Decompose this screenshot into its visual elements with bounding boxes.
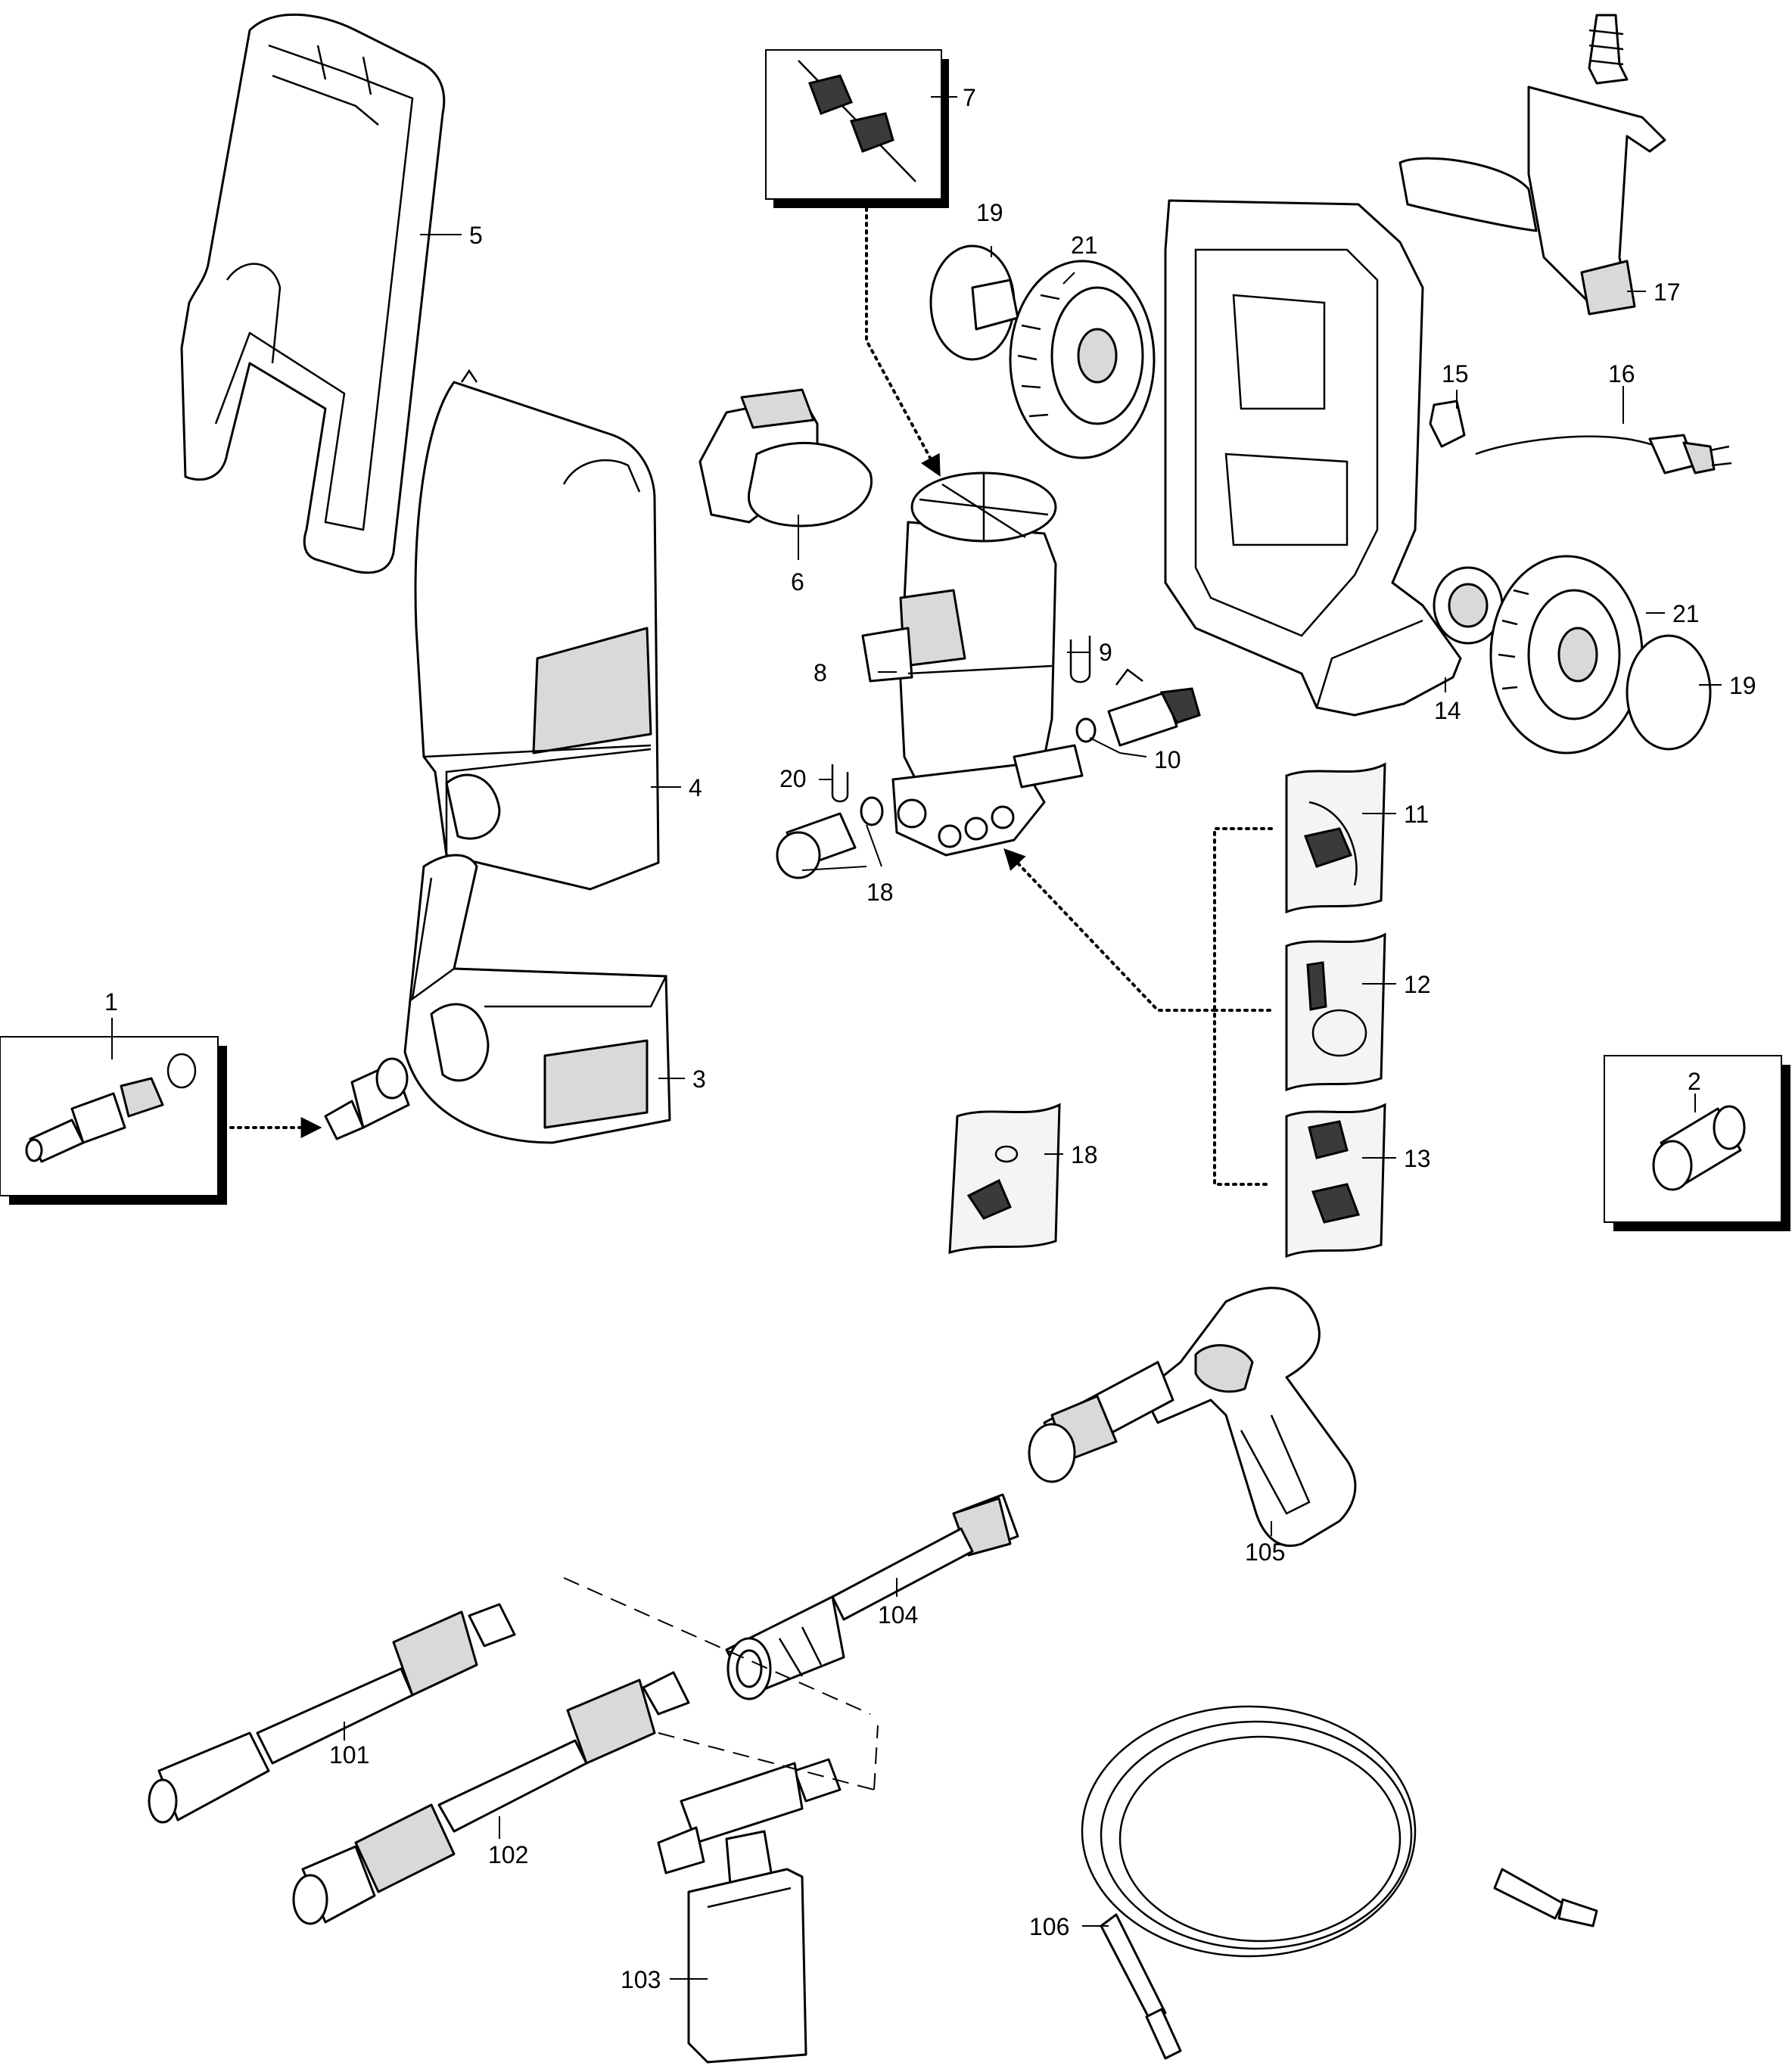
callout-9: 9 [1099,639,1112,666]
motor-pump-part-8[interactable] [861,471,1084,857]
callout-101: 101 [329,1741,369,1769]
callout-21-lower: 21 [1672,600,1700,627]
callout-4: 4 [689,774,702,801]
nozzle-part-102[interactable] [292,1671,690,1925]
clip-part-20[interactable] [831,764,849,803]
hose-part-106[interactable] [1081,1705,1598,2060]
callout-105: 105 [1245,1538,1285,1566]
callout-19-upper: 19 [976,199,1003,226]
callout-104: 104 [878,1601,918,1629]
callout-10: 10 [1154,746,1181,773]
wheel-part-21-upper[interactable] [1009,260,1156,459]
wheel-part-21-lower[interactable] [1489,555,1644,754]
callout-3: 3 [692,1066,706,1093]
callout-103: 103 [621,1966,661,1993]
callout-7: 7 [963,84,976,111]
bracket-part-17[interactable] [1398,14,1666,316]
inlet-box-part-1[interactable] [0,1036,227,1205]
callout-labels: 1 2 3 4 5 6 7 8 9 10 11 12 13 14 15 16 1… [104,84,1756,1993]
callout-102: 102 [488,1841,528,1868]
detergent-bottle-part-103[interactable] [657,1758,842,2064]
callout-17: 17 [1654,278,1681,306]
power-cord-part-16[interactable] [1475,434,1732,474]
kit-bag-part-13[interactable] [1285,1103,1386,1258]
callout-15: 15 [1442,360,1469,387]
callout-8: 8 [814,659,827,686]
wheel-cap-part-19-upper[interactable] [929,244,1019,361]
leader-lines [111,96,1722,1980]
callout-6: 6 [791,568,804,596]
callout-14: 14 [1434,697,1461,724]
switch-part-15[interactable] [1429,400,1466,448]
callout-18-bag: 18 [1071,1141,1098,1168]
spray-gun-part-105[interactable] [1028,1286,1357,1548]
callout-106: 106 [1029,1913,1069,1940]
kit-bag-part-11[interactable] [1285,762,1386,914]
callout-20: 20 [779,765,807,792]
carbon-brushes-box-part-7[interactable] [765,49,949,208]
callout-12: 12 [1404,971,1431,998]
coupling-box-part-2[interactable] [1604,1055,1790,1231]
callout-11: 11 [1404,801,1429,828]
callout-1: 1 [104,988,118,1016]
frame-part-14[interactable] [1164,199,1504,717]
wheel-cap-part-19-lower[interactable] [1626,634,1712,751]
callout-16: 16 [1608,360,1635,387]
cover-part-6[interactable] [698,388,873,527]
handle-part-5[interactable] [180,13,446,574]
callout-13: 13 [1404,1145,1431,1172]
kit-bag-part-12[interactable] [1285,932,1386,1092]
fitting-part-18-pump[interactable] [776,796,884,879]
callout-19-lower: 19 [1729,672,1756,699]
lower-housing-part-3[interactable] [403,854,671,1144]
upper-housing-part-4[interactable] [414,369,660,891]
callout-5: 5 [469,222,483,249]
callout-21-upper: 21 [1071,232,1098,259]
inlet-fitting[interactable] [324,1057,410,1140]
valve-part-10[interactable] [1075,668,1201,747]
kit-bag-part-18[interactable] [948,1103,1061,1254]
lance-part-104[interactable] [725,1493,1019,1700]
connector-lines [229,207,1273,1790]
callout-2: 2 [1688,1068,1701,1095]
nozzle-part-101[interactable] [148,1603,516,1824]
callout-18-pump: 18 [866,879,894,906]
clip-part-9[interactable] [1069,636,1091,683]
